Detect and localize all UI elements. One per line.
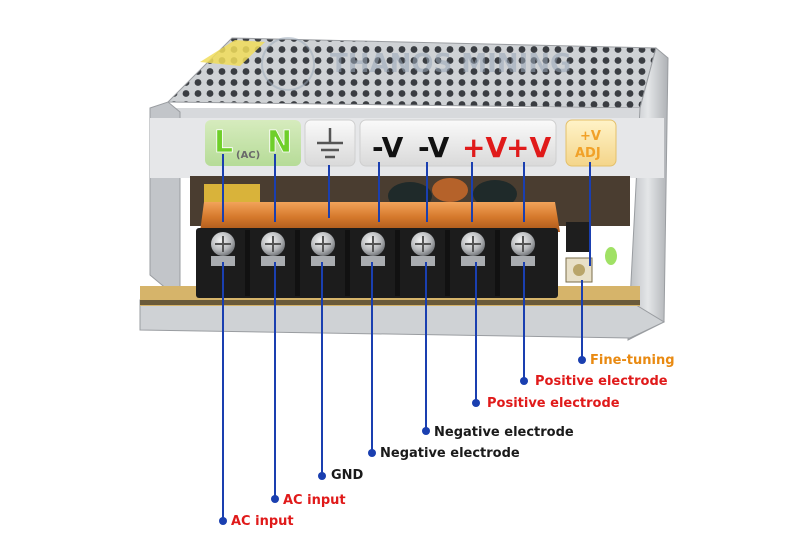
ac-input-label-n: AC input [283, 493, 346, 508]
marking-adj-top: +V [580, 129, 601, 144]
positive-electrode-label-1: Positive electrode [535, 374, 668, 389]
callout-dot [318, 472, 326, 480]
marking-pos-1: +V [462, 131, 507, 164]
black-capacitor [566, 222, 590, 252]
capacitor [473, 180, 517, 208]
positive-electrode-label-2: Positive electrode [487, 396, 620, 411]
coil [432, 178, 468, 202]
led-indicator [605, 247, 617, 265]
ac-input-label-l: AC input [231, 514, 294, 529]
lid-sticker [200, 40, 265, 66]
callout-dot [578, 356, 586, 364]
marking-l: L [214, 125, 233, 160]
callout-dot [520, 377, 528, 385]
terminal-clamps [211, 256, 535, 266]
marking-adj-bottom: ADJ [575, 146, 601, 161]
front-rim [150, 108, 664, 120]
adjust-screw [573, 264, 585, 276]
callout-dot [271, 495, 279, 503]
ground-icon [317, 128, 343, 159]
dc-marking-plate [359, 119, 557, 167]
callout-dot [422, 427, 430, 435]
callout-dot [368, 449, 376, 457]
marking-n: N [267, 125, 292, 160]
marking-neg-1: -V [372, 131, 404, 164]
negative-electrode-label-1: Negative electrode [434, 425, 574, 440]
marking-pos-2: +V [506, 131, 551, 164]
callout-dots [219, 356, 586, 525]
callout-dot [472, 399, 480, 407]
watermark-text: THANOS MINING [330, 49, 571, 79]
pcb-edge [140, 300, 640, 305]
callout-dot [219, 517, 227, 525]
fine-tuning-label: Fine-tuning [590, 353, 675, 368]
screw-slots [215, 236, 531, 252]
terminal-ribs [245, 230, 500, 296]
gnd-label: GND [331, 468, 364, 483]
marking-ac: (AC) [236, 150, 260, 161]
callout-lines [222, 154, 591, 520]
ac-marking-plate [205, 120, 301, 166]
marking-neg-2: -V [418, 131, 450, 164]
negative-electrode-label-2: Negative electrode [380, 446, 520, 461]
watermark-logo [261, 37, 315, 91]
